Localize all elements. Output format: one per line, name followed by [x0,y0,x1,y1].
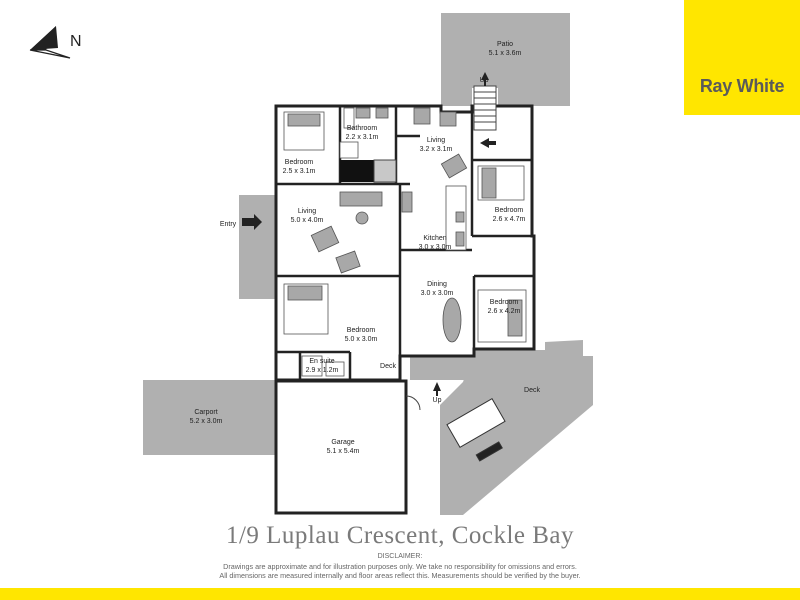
room-size: 5.1 x 5.4m [327,448,360,455]
room-size: 3.0 x 3.0m [421,290,454,297]
property-address: 1/9 Luplau Crescent, Cockle Bay [225,522,575,549]
room-name: Patio [497,41,513,48]
deck-label-right: Deck [524,387,540,394]
up-arrow-bottom [433,382,441,396]
room-size: 5.1 x 3.6m [489,50,522,57]
entry-porch [239,195,276,299]
room-size: 3.2 x 3.1m [420,146,453,153]
room-size: 2.2 x 3.1m [346,134,379,141]
room-name: Garage [331,439,354,446]
disclaimer-line-1: Drawings are approximate and for illustr… [223,562,577,571]
stair-arrow [480,138,496,148]
garage-outline [274,379,408,515]
shower [373,159,397,183]
brand-name: Ray White [699,76,785,96]
room-size: 2.6 x 4.2m [488,308,521,315]
room-name: En suite [309,358,334,365]
room-name: Bedroom [285,159,314,166]
room-size: 2.6 x 4.7m [493,216,526,223]
garage-door-swing [405,395,421,411]
fireplace [340,160,374,182]
deck-label-front: Deck [380,363,396,370]
room-name: Kitchen [423,235,446,242]
room-size: 2.5 x 3.1m [283,168,316,175]
room-size: 5.2 x 3.0m [190,418,223,425]
room-size: 3.0 x 3.0m [419,244,452,251]
disclaimer-title: DISCLAIMER: [377,553,423,560]
patio-area [441,13,570,106]
deck-table [446,398,506,462]
room-name: Bedroom [490,299,519,306]
room-name: Dining [427,281,447,288]
up-label-top: Up [480,77,489,84]
deck-area-right [440,340,593,515]
room-name: Bedroom [347,327,376,334]
room-name: Carport [194,409,217,416]
room-size: 5.0 x 3.0m [345,336,378,343]
interior-walls [276,106,534,380]
room-name: Bathroom [347,125,378,132]
room-name: Living [427,137,445,144]
carport-area [143,380,275,455]
marker-labels: Deck Deck Entry Up Up [220,77,541,404]
room-size: 5.0 x 4.0m [291,217,324,224]
room-name: Bedroom [495,207,524,214]
up-arrow-top [481,72,489,86]
entry-arrow [242,214,262,230]
brand-logo: Ray White [684,0,800,115]
compass-label: N [70,33,82,50]
room-size: 2.9 x 1.2m [306,367,339,374]
furniture [283,107,527,377]
entry-label: Entry [220,221,237,228]
footer-bar [0,588,800,600]
stairs-top [473,85,497,131]
disclaimer-line-2: All dimensions are measured internally a… [219,571,581,580]
room-name: Living [298,208,316,215]
up-label-bottom: Up [433,397,442,404]
compass-icon: N [29,26,82,59]
